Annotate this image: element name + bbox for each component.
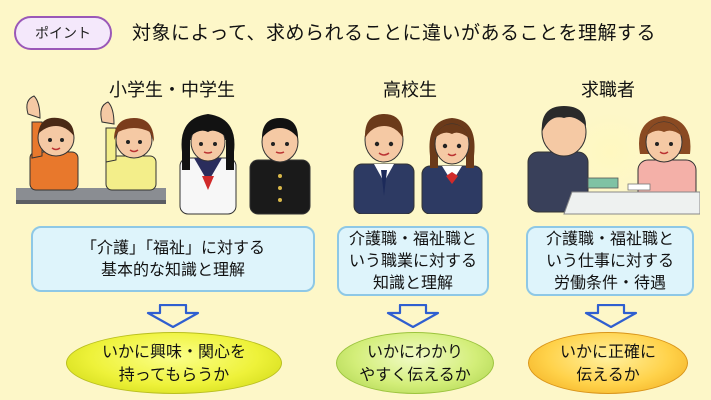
info-box-high-school: 介護職・福祉職と いう職業に対する 知識と理解 [337, 226, 489, 296]
goal-line: いかに興味・関心を [101, 342, 246, 361]
high-school-illustration [353, 114, 483, 214]
goal-ellipse-elementary-junior: いかに興味・関心を 持ってもらうか [66, 332, 282, 394]
high-school-girl [421, 118, 483, 214]
point-badge: ポイント [14, 16, 112, 50]
info-box-line: 基本的な知識と理解 [100, 260, 245, 279]
goal-ellipse-job-seekers: いかに正確に 伝えるか [528, 332, 688, 394]
info-box-line: 労働条件・待遇 [553, 273, 666, 292]
info-box-job-seekers: 介護職・福祉職と いう仕事に対する 労働条件・待遇 [526, 226, 694, 296]
group-title-job-seekers: 求職者 [581, 80, 635, 101]
down-arrow-icon [584, 304, 638, 328]
info-box-line: いう職業に対する [348, 251, 477, 270]
goal-line: 伝えるか [576, 365, 640, 384]
goal-line: やすく伝えるか [359, 365, 471, 384]
info-box-line: 「介護」「福祉」に対する [80, 238, 265, 257]
goal-ellipse-high-school: いかにわかり やすく伝えるか [336, 332, 494, 394]
point-badge-label: ポイント [35, 26, 91, 42]
info-box-line: 介護職・福祉職と [348, 229, 477, 248]
info-box-line: 知識と理解 [372, 273, 453, 292]
group-title-elementary-junior: 小学生・中学生 [109, 80, 235, 101]
info-box-line: いう仕事に対する [545, 251, 674, 270]
info-box-line: 介護職・福祉職と [545, 229, 674, 248]
student-gakuran [249, 118, 311, 215]
goal-line: 持ってもらうか [118, 365, 230, 384]
headline: 対象によって、求められることに違いがあることを理解する [132, 22, 657, 44]
desk [16, 188, 166, 200]
job-seeker-interview-illustration [527, 106, 700, 215]
student-sailor-uniform [179, 114, 237, 215]
interview-table [563, 177, 700, 215]
student-raising-hand-2 [100, 101, 157, 191]
down-arrow-icon [146, 304, 200, 328]
group-title-high-school: 高校生 [383, 80, 437, 101]
student-raising-hand-1 [26, 95, 79, 191]
info-box-elementary-junior: 「介護」「福祉」に対する 基本的な知識と理解 [31, 226, 315, 292]
high-school-boy [353, 114, 415, 214]
down-arrow-icon [386, 304, 440, 328]
goal-line: いかにわかり [366, 342, 463, 361]
goal-line: いかに正確に [559, 342, 656, 361]
students-illustration [16, 95, 311, 215]
